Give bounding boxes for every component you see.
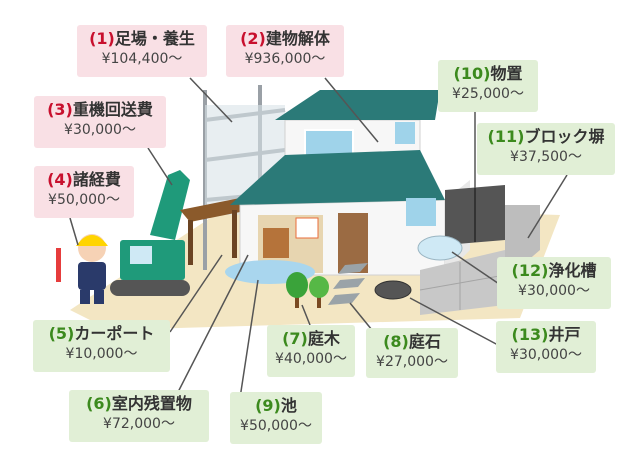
item-name: 物置 [490,64,523,83]
label-building-demolition: (2)建物解体 ¥936,000～ [226,25,344,77]
label-machinery-transport: (3)重機回送費 ¥30,000～ [34,96,166,148]
label-carport: (5)カーポート ¥10,000～ [33,320,170,372]
item-name: 足場・養生 [114,29,195,48]
item-price: ¥40,000～ [275,351,347,368]
item-price: ¥72,000～ [103,416,175,433]
item-number: (4) [47,170,73,189]
item-name: 重機回送費 [72,100,153,119]
item-name: 室内残置物 [111,394,192,413]
label-scaffolding: (1)足場・養生 ¥104,400～ [77,25,207,77]
item-number: (6) [86,394,112,413]
label-pond: (9)池 ¥50,000～ [230,392,322,444]
label-septic-tank: (12)浄化槽 ¥30,000～ [497,257,611,309]
item-price: ¥50,000～ [240,418,312,435]
item-number: (11) [487,127,525,146]
item-number: (5) [48,324,75,343]
leader-lines [69,77,568,399]
item-number: (2) [240,29,266,48]
label-well: (13)井戸 ¥30,000～ [496,321,596,373]
garden-trees [286,272,329,308]
item-name: 諸経費 [72,170,121,189]
label-block-wall: (11)ブロック塀 ¥37,500～ [477,123,615,175]
item-price: ¥25,000～ [452,86,524,103]
label-storage-shed: (10)物置 ¥25,000～ [438,60,538,112]
label-garden-stones: (8)庭石 ¥27,000～ [366,328,458,378]
item-name: 庭石 [408,332,441,351]
item-price: ¥30,000～ [510,347,582,364]
item-price: ¥37,500～ [510,149,582,166]
item-name: 浄化槽 [548,261,597,280]
item-price: ¥30,000～ [64,122,136,139]
item-number: (12) [511,261,549,280]
storage-shed [445,185,505,245]
item-price: ¥10,000～ [65,346,138,363]
well [374,280,412,300]
garden-stones [328,263,368,305]
item-number: (13) [511,325,549,344]
item-price: ¥30,000～ [518,283,590,300]
item-number: (3) [47,100,73,119]
item-name: 池 [280,396,297,415]
item-price: ¥27,000～ [376,354,448,371]
item-name: 井戸 [548,325,581,344]
item-number: (1) [89,29,115,48]
item-number: (8) [383,332,409,351]
label-indoor-leftovers: (6)室内残置物 ¥72,000～ [69,390,209,442]
worker [56,234,108,304]
label-misc-expenses: (4)諸経費 ¥50,000～ [34,166,134,218]
septic-tank [417,235,463,261]
item-number: (10) [453,64,491,83]
item-price: ¥936,000～ [244,51,326,68]
item-name: 庭木 [307,329,340,348]
item-name: 建物解体 [265,29,330,48]
item-number: (9) [255,396,281,415]
house [230,90,470,276]
item-price: ¥104,400～ [101,51,183,68]
item-number: (7) [282,329,308,348]
item-price: ¥50,000～ [48,192,120,209]
label-garden-trees: (7)庭木 ¥40,000～ [267,325,355,377]
item-name: ブロック塀 [524,127,605,146]
excavator [110,170,190,296]
item-name: カーポート [74,324,155,343]
